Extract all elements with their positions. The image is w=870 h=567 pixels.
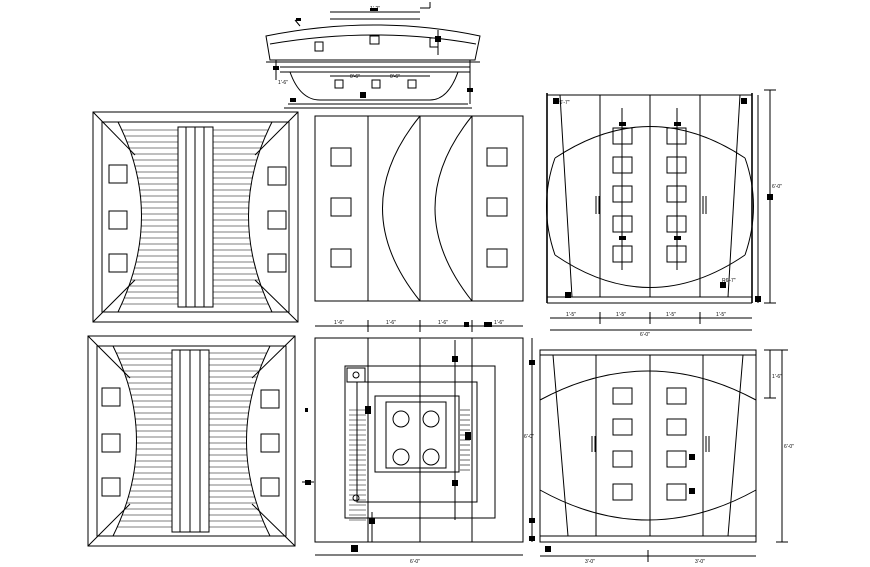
dim-bay-1: 1'-5" — [566, 312, 576, 318]
louvered-panel-bottom — [87, 335, 314, 547]
dim-plan-4: 1'-6" — [494, 320, 504, 326]
plan-view-bottom-middle: 1'-6" 1'-6" 1'-6" 1'-6" 6'-0" 6'-0" — [314, 320, 535, 565]
dim-top-left-side: 1'-6" — [278, 80, 288, 86]
louvers-left-bottom — [116, 352, 172, 528]
dim-front-w1: 3'-0" — [585, 559, 595, 565]
wardrobe-elevation-top-right: R6'-7" R6'-7" 1'-5" 1'-5" 1'-5" 1'-5" 6'… — [546, 89, 782, 338]
dim-radius-right: R6'-7" — [722, 278, 736, 284]
louvered-panel-top — [92, 111, 299, 323]
dim-top-inner-a: 0'-6" — [350, 74, 360, 80]
louvers-right — [213, 129, 269, 305]
louvers-right-bottom — [209, 352, 267, 528]
dim-front-top: 1'-6" — [772, 374, 782, 380]
door-panel-middle — [314, 115, 524, 302]
dim-plan-height: 6'-0" — [524, 434, 534, 440]
dim-overall-width: 6'-0" — [640, 332, 650, 338]
dim-bay-2: 1'-5" — [616, 312, 626, 318]
dim-plan-width: 6'-0" — [410, 559, 420, 565]
dim-bay-4: 1'-5" — [716, 312, 726, 318]
side-louvers-left — [349, 409, 366, 521]
top-arch-section: 1'-2" 1'-6" 0'-6" 0'-6" — [265, 2, 481, 109]
wardrobe-front-bottom-right: 1'-6" 6'-0" 3'-0" 3'-0" — [539, 349, 794, 565]
dim-overall-height: 6'-0" — [772, 184, 782, 190]
dim-top-inner-b: 0'-6" — [390, 74, 400, 80]
dim-plan-1: 1'-6" — [334, 320, 344, 326]
dim-plan-3: 1'-6" — [438, 320, 448, 326]
side-louvers-right — [460, 409, 470, 471]
dim-front-height: 6'-0" — [784, 444, 794, 450]
louvers-left — [121, 129, 178, 305]
dim-front-w2: 3'-0" — [695, 559, 705, 565]
dim-bay-3: 1'-5" — [666, 312, 676, 318]
dim-plan-2: 1'-6" — [386, 320, 396, 326]
dim-radius-left: R6'-7" — [556, 100, 570, 106]
dim-top-width: 1'-2" — [370, 6, 380, 12]
